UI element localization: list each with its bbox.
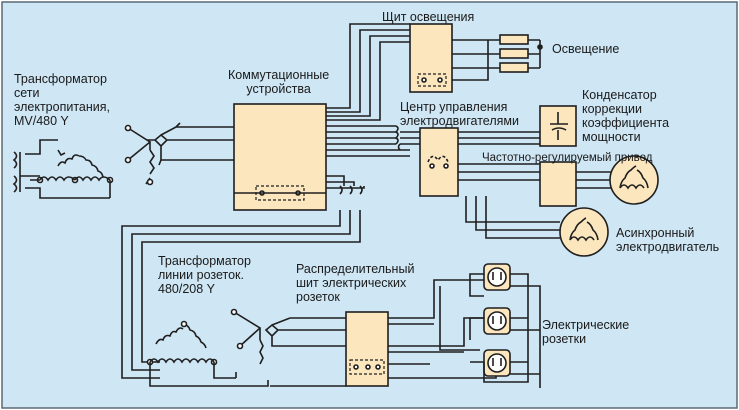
capacitor-label: Конденсатор коррекции коэффициента мощно…: [582, 88, 670, 144]
lighting-label: Освещение: [552, 42, 620, 56]
receptacle-transformer: [146, 320, 236, 387]
distribution-panel: [230, 279, 497, 387]
distribution-panel-label: Распределительный шит электрических розе…: [296, 262, 415, 304]
induction-motor: [559, 207, 609, 257]
feeder-mcc: [326, 125, 420, 157]
vfd: [539, 155, 659, 207]
induction-motor-label: Асинхронный электродвигатель: [616, 226, 720, 254]
motor-control-center: [419, 127, 560, 239]
supply-transformer: [12, 139, 114, 199]
switchgear: [124, 103, 327, 211]
supply-transformer-label: Трансформатор сети электропитания, MV/48…: [14, 72, 111, 128]
lighting-panel: [409, 23, 543, 93]
mcc-label: Центр управления электродвигателями: [400, 100, 519, 128]
receptacles-label: Электрические розетки: [542, 318, 630, 346]
vfd-label: Частотно-регулируемый привод: [482, 152, 653, 164]
capacitor: [539, 105, 577, 147]
lighting-panel-label: Щит освещения: [382, 10, 475, 24]
receptacles: [469, 263, 541, 388]
switchgear-label: Коммутационные устройства: [228, 68, 330, 96]
receptacle-transformer-label: Трансформатор линии розеток. 480/208 Y: [158, 254, 251, 296]
feeder-lighting: [326, 23, 410, 121]
